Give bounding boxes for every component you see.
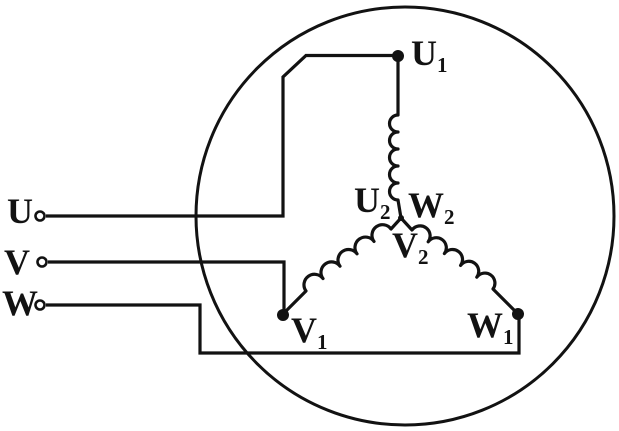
label-w1-main: W [467, 305, 503, 345]
terminal-w-label: W [2, 283, 38, 323]
label-u1-main: U [411, 33, 437, 73]
star-point-dot [398, 215, 404, 221]
label-v2: V2 [392, 225, 429, 269]
label-v2-sub: 2 [418, 245, 429, 269]
label-u1-sub: 1 [437, 53, 448, 77]
label-w2-main: W [408, 185, 444, 225]
junction-dot-v1 [277, 309, 289, 321]
label-v1: V1 [291, 310, 328, 354]
label-v2-main: V [392, 225, 418, 265]
label-v1-sub: 1 [317, 330, 328, 354]
terminal-v-label: V [4, 242, 30, 282]
terminal-w-circle [34, 299, 46, 311]
wire-v [48, 260, 286, 313]
label-v1-main: V [291, 310, 317, 350]
label-u2-sub: 2 [380, 200, 391, 224]
label-w1-sub: 1 [503, 325, 514, 349]
label-u2: U2 [354, 180, 391, 224]
terminal-u-label: U [7, 191, 33, 231]
terminal-u-circle [34, 210, 46, 222]
wire-w [46, 303, 521, 355]
label-w1: W1 [467, 305, 514, 349]
terminal-v-circle [36, 256, 48, 268]
junction-dot-w1 [512, 308, 524, 320]
coil-u [387, 54, 403, 220]
label-w2-sub: 2 [444, 205, 455, 229]
label-w2: W2 [408, 185, 455, 229]
coil-v [281, 216, 403, 316]
label-u1: U1 [411, 33, 448, 77]
label-u2-main: U [354, 180, 380, 220]
coil-w [399, 216, 520, 316]
wire-u [46, 53, 396, 218]
junction-dot-u1 [392, 50, 404, 62]
